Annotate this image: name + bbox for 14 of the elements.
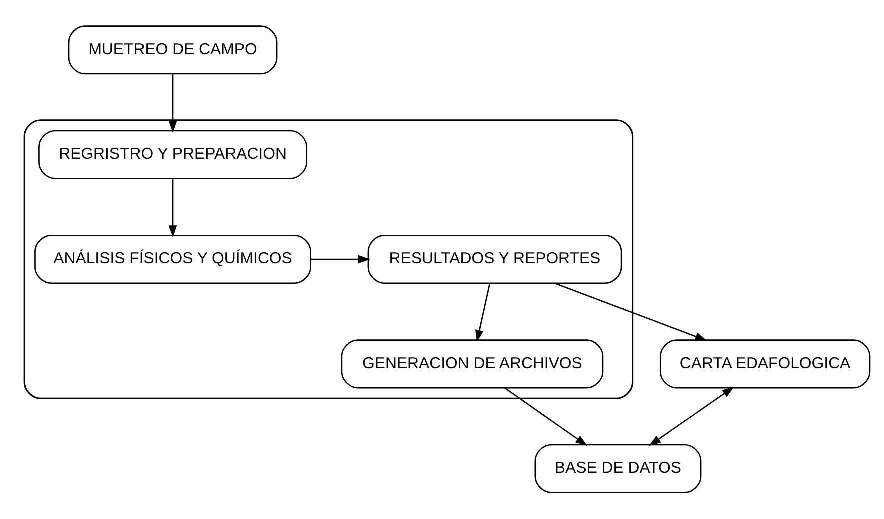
node-box: BASE DE DATOS xyxy=(534,444,702,494)
arrow xyxy=(311,255,370,264)
node-box: CARTA EDAFOLOGICA xyxy=(660,340,871,389)
arrow xyxy=(554,282,708,341)
node-box: GENERACION DE ARCHIVOS xyxy=(341,340,604,389)
node-box: REGRISTRO Y PREPARACION xyxy=(38,130,308,180)
arrow xyxy=(504,388,588,446)
node-box: ANÁLISIS FÍSICOS Y QUÍMICOS xyxy=(34,234,312,284)
arrow xyxy=(168,178,178,238)
arrow xyxy=(476,283,491,342)
node-box: MUETREO DE CAMPO xyxy=(68,26,278,75)
node-box: RESULTADOS Y REPORTES xyxy=(368,234,622,284)
arrow xyxy=(649,387,734,446)
arrow xyxy=(168,74,178,133)
